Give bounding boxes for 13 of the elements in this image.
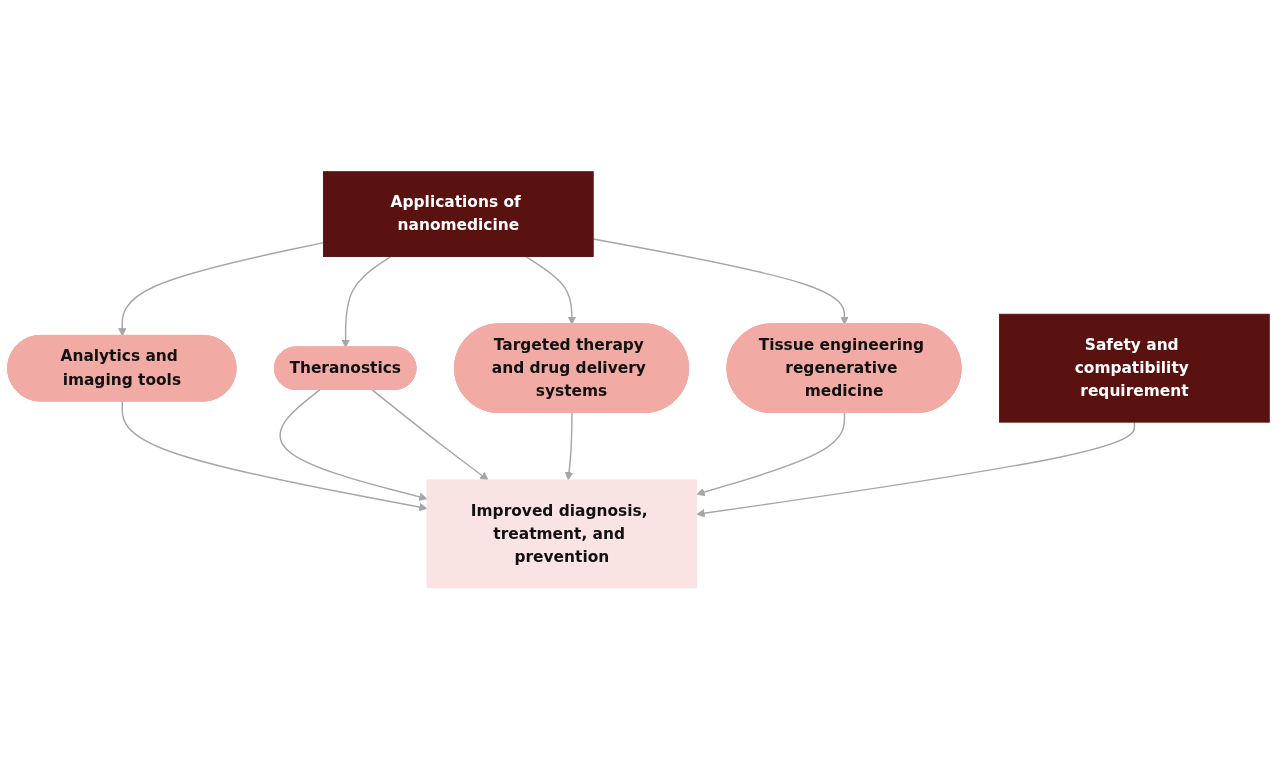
arrow	[341, 256, 392, 349]
node-box: Applications of nanomedicine	[323, 171, 594, 258]
arrow	[371, 389, 489, 481]
node-box: Safety and compatibility requirement	[999, 314, 1270, 423]
arrow	[592, 238, 849, 325]
arrow	[279, 389, 428, 502]
node-box: Improved diagnosis, treatment, and prevention	[426, 479, 698, 589]
arrow	[564, 412, 574, 481]
arrow	[696, 421, 1136, 518]
arrow	[524, 256, 577, 325]
arrow	[121, 400, 428, 512]
arrow	[696, 412, 846, 497]
arrow	[118, 242, 325, 337]
